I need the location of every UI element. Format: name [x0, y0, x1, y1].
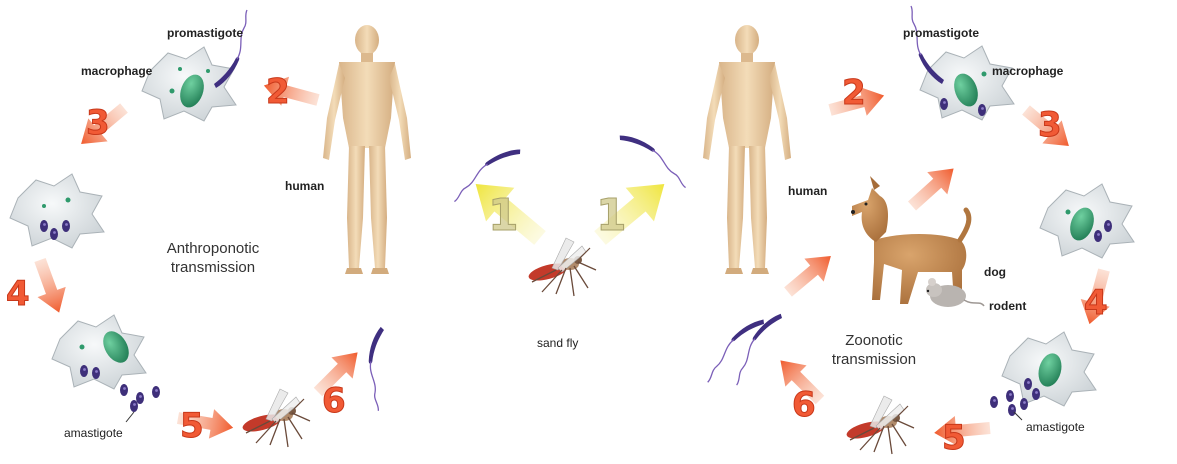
promastigotes-left-bottom: [352, 326, 410, 411]
title-anthroponotic-line1: Anthroponotic: [148, 239, 278, 258]
title-zoonotic-line1: Zoonotic: [814, 331, 934, 350]
title-anthroponotic-line2: transmission: [148, 258, 278, 277]
dog-figure: [851, 176, 969, 304]
macrophage-cell-left-bottom: [52, 315, 146, 389]
label-promastigote-left: promastigote: [167, 26, 243, 40]
step-number-1-left: 1: [488, 190, 519, 241]
label-macrophage-right: macrophage: [992, 64, 1063, 78]
amastigote-pointer-right: [1014, 412, 1022, 420]
amastigote-pointer-left: [126, 412, 134, 422]
title-zoonotic: Zoonotic transmission: [814, 331, 934, 369]
step-number-1-right: 1: [596, 190, 627, 241]
macrophage-cell-right-bottom: [1002, 332, 1096, 406]
sand-fly-left: [241, 389, 310, 447]
arrow-dog-to-macrophage: [902, 157, 964, 217]
step-number-5-left: 5: [180, 406, 204, 446]
step-number-2-left: 2: [266, 72, 290, 112]
amastigotes-released-left: [120, 384, 160, 412]
macrophage-cell-left-mid: [10, 174, 104, 248]
step-number-6-right: 6: [792, 385, 816, 425]
label-rodent: rodent: [989, 299, 1026, 313]
label-human-right: human: [788, 184, 827, 198]
label-amastigote-right: amastigote: [1026, 420, 1085, 434]
arrow-step-4-left: [26, 255, 73, 318]
label-macrophage-left: macrophage: [81, 64, 152, 78]
label-dog: dog: [984, 265, 1006, 279]
step-number-5-right: 5: [942, 418, 966, 458]
label-sand-fly: sand fly: [537, 336, 578, 350]
step-number-4-right: 4: [1084, 283, 1108, 323]
promastigotes-right-bottom: [708, 308, 783, 393]
macrophage-cell-left-top: [142, 47, 236, 121]
sand-fly-center: [527, 238, 596, 296]
title-anthroponotic: Anthroponotic transmission: [148, 239, 278, 277]
label-amastigote-left: amastigote: [64, 426, 123, 440]
sand-fly-right: [845, 396, 914, 454]
macrophage-cell-right-mid: [1040, 184, 1134, 258]
human-figure-right: [703, 25, 791, 274]
step-number-3-right: 3: [1038, 105, 1062, 145]
step-number-2-right: 2: [842, 73, 866, 113]
title-zoonotic-line2: transmission: [814, 350, 934, 369]
label-human-left: human: [285, 179, 324, 193]
macrophage-cell-right-top: [920, 46, 1014, 120]
step-number-4-left: 4: [6, 274, 30, 314]
step-number-3-left: 3: [86, 103, 110, 143]
arrow-to-dog: [778, 245, 840, 304]
step-number-6-left: 6: [322, 381, 346, 421]
human-figure-left: [323, 25, 411, 274]
label-promastigote-right: promastigote: [903, 26, 979, 40]
